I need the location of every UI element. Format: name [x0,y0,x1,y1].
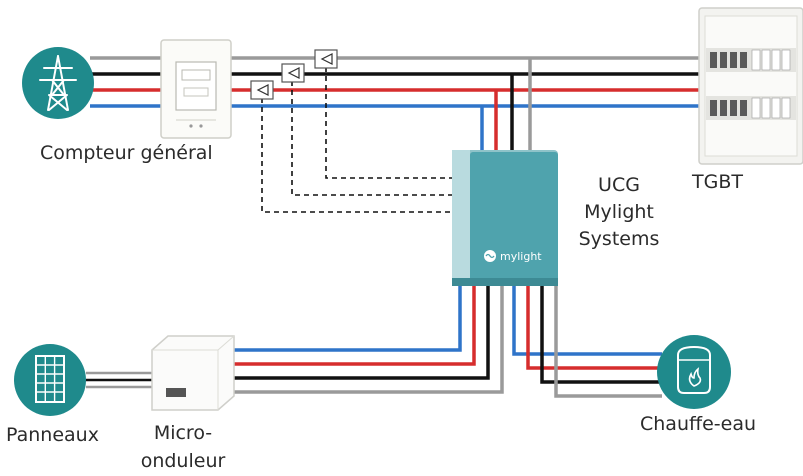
ucg-label-line: UCG [598,174,640,196]
micro-inverter-label: Micro- onduleur [138,419,228,475]
water-heater-icon [657,335,731,409]
ucg-label: UCG Mylight Systems [560,172,678,253]
heater-wires [512,285,662,398]
solar-panel-icon [14,344,86,416]
meter-label: Compteur général [40,142,213,164]
tgbt-panel [698,7,803,165]
ucg-label-line: Mylight [584,201,654,223]
meter-device [160,39,232,139]
water-heater-label: Chauffe-eau [640,413,757,435]
ucg-device [452,150,558,286]
current-clamp [281,63,305,83]
current-clamp [250,80,274,100]
ucg-label-line: Systems [578,228,660,250]
tgbt-label: TGBT [692,171,743,193]
micro-inverter-label-line: onduleur [140,450,226,472]
ucg-feed-wires [480,58,532,150]
panel-wires [86,371,152,389]
pylon-icon [22,47,94,119]
micro-inverter-device [151,335,235,411]
ucg-brand-text: mylight [500,250,542,263]
panels-label: Panneaux [6,424,99,446]
current-clamp [314,49,338,69]
micro-inverter-label-line: Micro- [153,422,213,444]
inverter-wires [232,285,504,394]
clamp-signal-wires [261,67,452,213]
